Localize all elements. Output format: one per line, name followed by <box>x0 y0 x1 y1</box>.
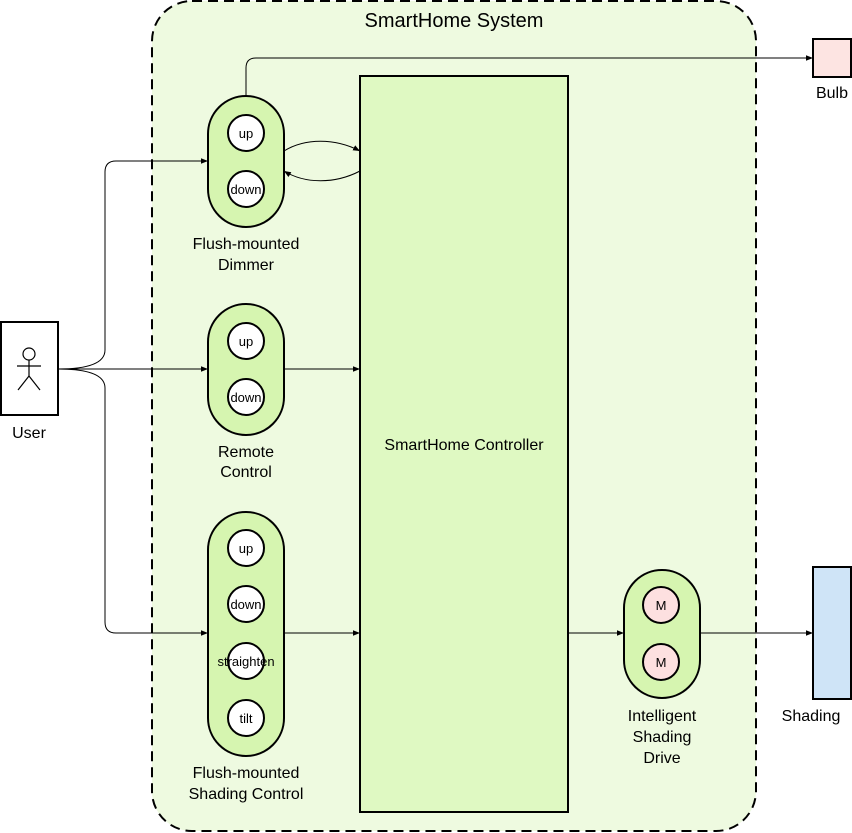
bulb-box <box>812 38 852 78</box>
dimmer-up-button[interactable] <box>227 114 265 152</box>
dimmer-to-controller-edge <box>283 140 361 152</box>
dimmer-down-button[interactable] <box>227 170 265 208</box>
controller-label: SmartHome Controller <box>384 437 544 454</box>
dimmer-label-line1: Flush-mounted <box>193 236 300 253</box>
dimmer-label-line2: Dimmer <box>218 257 275 274</box>
remote-down-button[interactable] <box>227 378 265 416</box>
shading-label: Shading <box>782 708 841 725</box>
drive-label-line3: Drive <box>643 750 680 767</box>
intelligent-shading-drive: M M Intelligent Shading Drive <box>623 569 701 767</box>
remote-up-label: up <box>239 334 253 349</box>
shading-box <box>812 566 852 700</box>
shading-control-straighten-button[interactable] <box>227 642 265 680</box>
remote-up-button[interactable] <box>227 322 265 360</box>
motor-1-icon <box>642 586 680 624</box>
flush-mounted-shading-control: up down straighten tilt Flush-mounted Sh… <box>189 511 304 803</box>
remote-label-line2: Control <box>220 464 272 481</box>
shading-control-label-line1: Flush-mounted <box>193 765 300 782</box>
drive-label-line2: Shading <box>633 729 692 746</box>
shading-control-body <box>207 511 285 757</box>
user-to-dimmer-edge <box>57 158 208 370</box>
dimmer-down-label: down <box>230 182 261 197</box>
smarthome-controller <box>359 75 569 813</box>
shading-control-tilt-button[interactable] <box>227 699 265 737</box>
dimmer-to-bulb-edge <box>245 55 813 96</box>
user-to-shading-control-edge <box>57 368 208 636</box>
system-title: SmartHome System <box>365 10 544 32</box>
shading-control-label-line2: Shading Control <box>189 786 304 803</box>
user-actor: User <box>0 321 59 442</box>
motor-1-label: M <box>656 598 667 613</box>
shading-control-up-label: up <box>239 541 253 556</box>
shading-control-straighten-label: straighten <box>217 654 274 669</box>
dimmer-up-label: up <box>239 126 253 141</box>
shading-control-up-button[interactable] <box>227 529 265 567</box>
shading-control-down-button[interactable] <box>227 585 265 623</box>
bulb-label: Bulb <box>816 85 848 102</box>
flush-mounted-dimmer: up down Flush-mounted Dimmer <box>193 95 300 274</box>
user-label: User <box>12 425 46 442</box>
controller-to-dimmer-edge <box>283 170 361 182</box>
connectors <box>57 55 813 636</box>
motor-2-icon <box>642 643 680 681</box>
drive-label-line1: Intelligent <box>628 708 697 725</box>
remote-down-label: down <box>230 390 261 405</box>
motor-2-label: M <box>656 655 667 670</box>
remote-control: up down Remote Control <box>207 303 285 481</box>
shading-control-tilt-label: tilt <box>240 711 253 726</box>
shading-control-down-label: down <box>230 597 261 612</box>
user-stick-figure-icon <box>17 347 41 391</box>
remote-label-line1: Remote <box>218 444 274 461</box>
